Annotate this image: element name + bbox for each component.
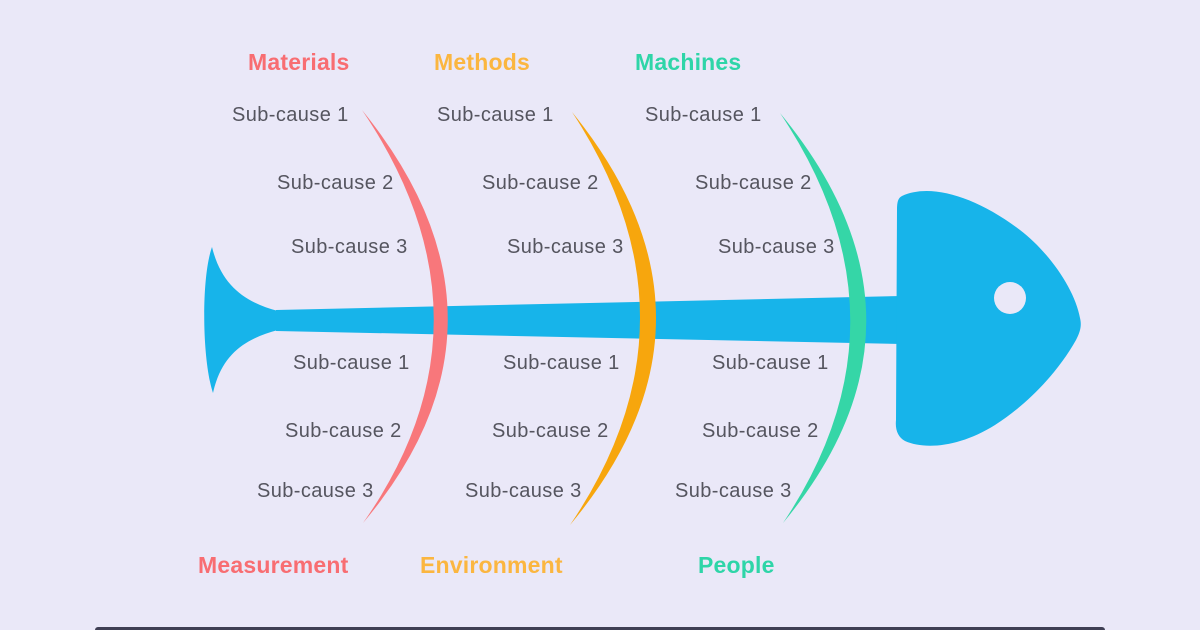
subcause-label-environment-1: Sub-cause 1 [503, 352, 620, 374]
subcause-label-measurement-1: Sub-cause 1 [293, 352, 410, 374]
subcause-label-measurement-3: Sub-cause 3 [257, 480, 374, 502]
category-label-methods: Methods [434, 49, 530, 75]
category-label-materials: Materials [248, 49, 350, 75]
rib-methods-environment [570, 112, 657, 525]
category-label-people: People [698, 552, 775, 578]
subcause-label-machines-1: Sub-cause 1 [645, 104, 762, 126]
subcause-label-people-2: Sub-cause 2 [702, 420, 819, 442]
subcause-label-materials-3: Sub-cause 3 [291, 236, 408, 258]
subcause-label-people-3: Sub-cause 3 [675, 480, 792, 502]
fish-eye [994, 282, 1026, 314]
subcause-label-people-1: Sub-cause 1 [712, 352, 829, 374]
rib-machines-people [780, 113, 867, 523]
subcause-label-methods-1: Sub-cause 1 [437, 104, 554, 126]
bottom-accent-bar [95, 627, 1105, 630]
subcause-label-measurement-2: Sub-cause 2 [285, 420, 402, 442]
subcause-label-environment-3: Sub-cause 3 [465, 480, 582, 502]
subcause-label-methods-3: Sub-cause 3 [507, 236, 624, 258]
category-label-environment: Environment [420, 552, 563, 578]
subcause-label-machines-3: Sub-cause 3 [718, 236, 835, 258]
subcause-label-machines-2: Sub-cause 2 [695, 172, 812, 194]
subcause-label-methods-2: Sub-cause 2 [482, 172, 599, 194]
fish-spine-shape [276, 296, 902, 344]
rib-materials-measurement [362, 110, 448, 523]
subcause-label-environment-2: Sub-cause 2 [492, 420, 609, 442]
fish-tail-shape [204, 247, 278, 393]
category-label-machines: Machines [635, 49, 742, 75]
fish-head-shape [895, 191, 1081, 446]
subcause-label-materials-1: Sub-cause 1 [232, 104, 349, 126]
category-label-measurement: Measurement [198, 552, 349, 578]
subcause-label-materials-2: Sub-cause 2 [277, 172, 394, 194]
